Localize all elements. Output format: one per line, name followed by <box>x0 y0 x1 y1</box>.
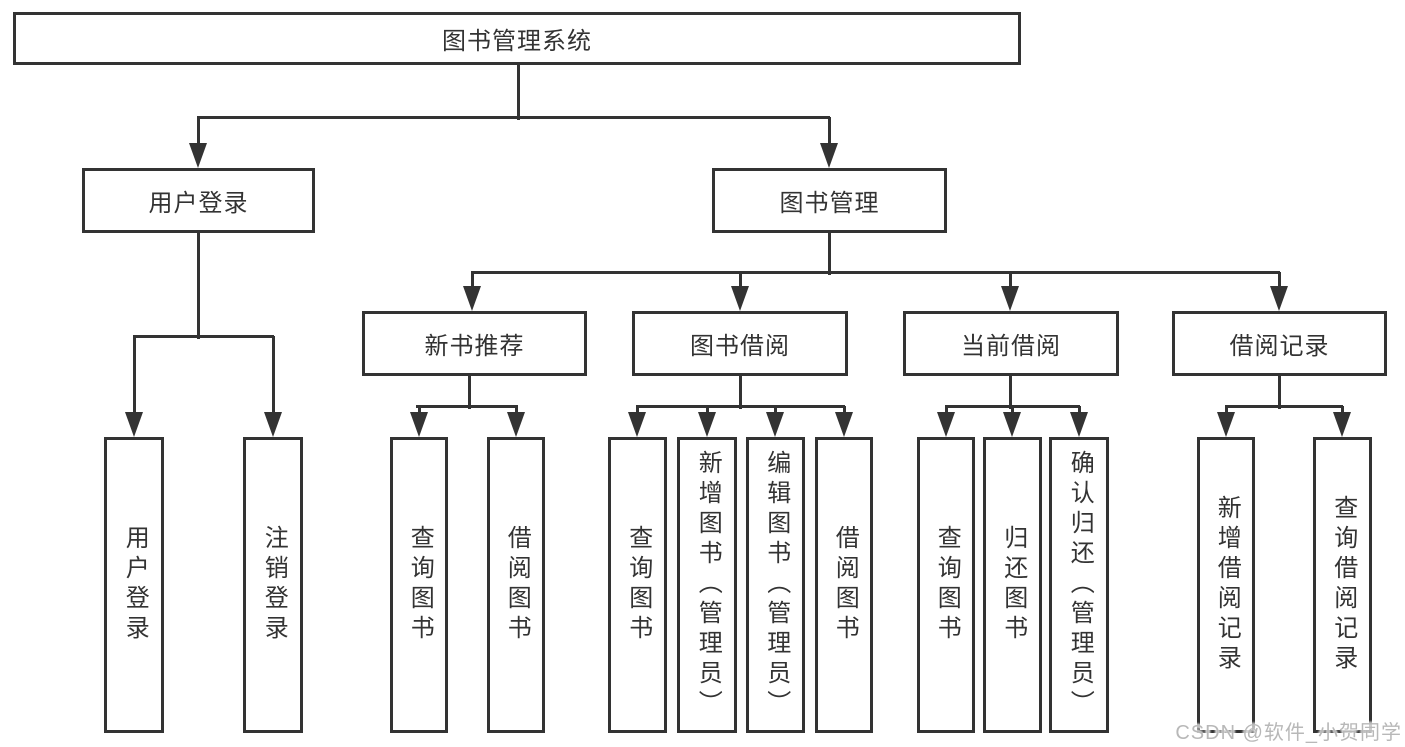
connector-vertical-line <box>739 376 742 409</box>
arrow-down-icon <box>1333 412 1351 437</box>
node-label: 当前借阅 <box>961 333 1061 360</box>
connector-vertical-line <box>515 406 518 416</box>
connector-horizontal-line <box>636 405 845 408</box>
connector-vertical-line <box>828 117 831 147</box>
arrow-down-icon <box>1001 286 1019 311</box>
leaf-add-borrow-record: 新增借阅记录 <box>1197 437 1255 733</box>
leaf-confirm-return-admin: 确认归还（管理员） <box>1049 437 1109 733</box>
arrow-down-icon <box>125 412 143 437</box>
leaf-add-book-admin: 新增图书（管理员） <box>677 437 737 733</box>
connector-vertical-line <box>739 272 742 290</box>
connector-vertical-line <box>1341 406 1344 416</box>
connector-vertical-line <box>945 406 948 416</box>
node-label: 用户登录 <box>148 190 249 217</box>
connector-vertical-line <box>1009 376 1012 409</box>
connector-vertical-line <box>1078 406 1081 416</box>
connector-vertical-line <box>706 406 709 416</box>
node-label: 图书借阅 <box>690 333 790 360</box>
connector-horizontal-line <box>471 271 1280 274</box>
arrow-down-icon <box>628 412 646 437</box>
node-label: 新增借阅记录 <box>1213 495 1241 675</box>
arrow-down-icon <box>264 412 282 437</box>
node-label: 查询图书 <box>933 525 961 645</box>
node-label: 查询图书 <box>406 525 434 645</box>
connector-vertical-line <box>828 233 831 275</box>
arrow-down-icon <box>835 412 853 437</box>
arrow-down-icon <box>937 412 955 437</box>
node-new-book-recommend: 新书推荐 <box>362 311 587 376</box>
node-label: 用户登录 <box>121 525 149 645</box>
node-root-system: 图书管理系统 <box>13 12 1021 65</box>
connector-horizontal-line <box>416 405 518 408</box>
csdn-watermark: CSDN @软件_小贺同学 <box>1175 722 1402 744</box>
connector-vertical-line <box>517 65 520 120</box>
arrow-down-icon <box>820 143 838 168</box>
leaf-borrow-books-1: 借阅图书 <box>487 437 545 733</box>
arrow-down-icon <box>1003 412 1021 437</box>
arrow-down-icon <box>1070 412 1088 437</box>
arrow-down-icon <box>766 412 784 437</box>
leaf-query-borrow-record: 查询借阅记录 <box>1313 437 1372 733</box>
node-book-borrowing: 图书借阅 <box>632 311 848 376</box>
node-label: 新增图书（管理员） <box>694 450 722 720</box>
node-label: 新书推荐 <box>424 333 525 360</box>
leaf-return-book: 归还图书 <box>983 437 1042 733</box>
connector-vertical-line <box>636 406 639 416</box>
node-label: 借阅图书 <box>503 525 531 645</box>
connector-horizontal-line <box>1225 405 1343 408</box>
leaf-borrow-books-2: 借阅图书 <box>815 437 873 733</box>
node-label: 编辑图书（管理员） <box>762 450 790 720</box>
arrow-down-icon <box>698 412 716 437</box>
leaf-edit-book-admin: 编辑图书（管理员） <box>746 437 805 733</box>
connector-vertical-line <box>272 336 275 416</box>
arrow-down-icon <box>1217 412 1235 437</box>
arrow-down-icon <box>731 286 749 311</box>
connector-vertical-line <box>197 117 200 147</box>
connector-vertical-line <box>471 272 474 290</box>
leaf-user-login: 用户登录 <box>104 437 164 733</box>
node-label: 图书管理系统 <box>442 28 592 55</box>
leaf-query-books-2: 查询图书 <box>608 437 667 733</box>
leaf-logout: 注销登录 <box>243 437 303 733</box>
connector-vertical-line <box>843 406 846 416</box>
arrow-down-icon <box>189 143 207 168</box>
connector-vertical-line <box>1009 272 1012 290</box>
connector-vertical-line <box>1011 406 1014 416</box>
node-label: 图书管理 <box>779 190 880 217</box>
node-label: 查询图书 <box>624 525 652 645</box>
leaf-query-books-1: 查询图书 <box>390 437 448 733</box>
node-borrow-records: 借阅记录 <box>1172 311 1387 376</box>
connector-vertical-line <box>418 406 421 416</box>
connector-vertical-line <box>1225 406 1228 416</box>
node-label: 注销登录 <box>260 525 288 645</box>
node-label: 查询借阅记录 <box>1329 495 1357 675</box>
connector-vertical-line <box>197 233 200 339</box>
connector-vertical-line <box>774 406 777 416</box>
connector-vertical-line <box>1278 376 1281 409</box>
node-label: 借阅图书 <box>831 525 859 645</box>
node-current-borrowing: 当前借阅 <box>903 311 1119 376</box>
connector-horizontal-line <box>197 116 830 119</box>
connector-vertical-line <box>1278 272 1281 290</box>
arrow-down-icon <box>463 286 481 311</box>
node-label: 归还图书 <box>999 525 1027 645</box>
node-book-management: 图书管理 <box>712 168 947 233</box>
connector-vertical-line <box>133 336 136 416</box>
node-user-login: 用户登录 <box>82 168 315 233</box>
leaf-query-books-3: 查询图书 <box>917 437 975 733</box>
connector-horizontal-line <box>945 405 1080 408</box>
arrow-down-icon <box>410 412 428 437</box>
connector-vertical-line <box>468 376 471 409</box>
connector-horizontal-line <box>133 335 274 338</box>
node-label: 借阅记录 <box>1229 333 1330 360</box>
node-label: 确认归还（管理员） <box>1066 450 1094 720</box>
arrow-down-icon <box>1270 286 1288 311</box>
arrow-down-icon <box>507 412 525 437</box>
